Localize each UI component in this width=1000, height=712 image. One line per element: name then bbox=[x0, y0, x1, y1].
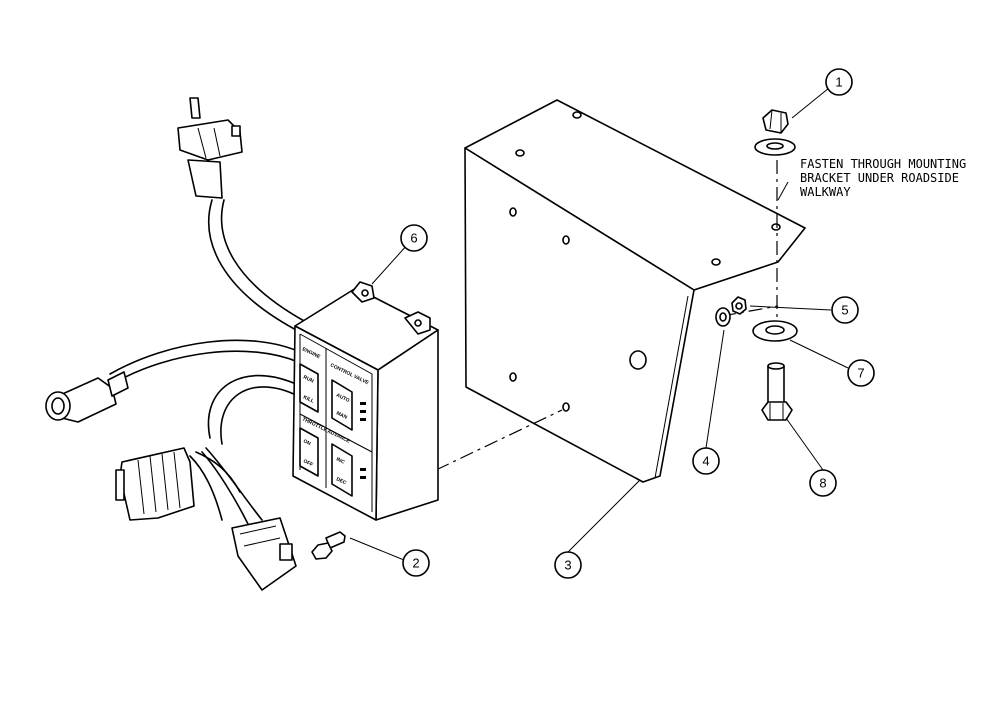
callout-7: 7 bbox=[847, 359, 875, 387]
svg-text:3: 3 bbox=[564, 558, 571, 573]
mounting-screw bbox=[311, 531, 346, 560]
callout-2: 2 bbox=[402, 549, 430, 577]
round-connector bbox=[45, 371, 129, 423]
connector-cables bbox=[109, 339, 301, 525]
callout-6: 6 bbox=[400, 224, 428, 252]
assembly-centerlines bbox=[435, 160, 779, 471]
svg-text:1: 1 bbox=[835, 75, 842, 90]
svg-text:8: 8 bbox=[819, 476, 826, 491]
callout-5: 5 bbox=[831, 296, 859, 324]
lower-plug bbox=[231, 517, 297, 591]
multi-pin-connector bbox=[115, 447, 195, 521]
svg-text:5: 5 bbox=[841, 303, 848, 318]
note-line-1: FASTEN THROUGH MOUNTING bbox=[800, 157, 966, 171]
control-box: ENGINE CONTROL VALVE THROTTLE ADVANCE RU… bbox=[292, 281, 439, 521]
auto-label: AUTO bbox=[335, 392, 350, 404]
on-label: ON bbox=[302, 438, 312, 447]
svg-text:7: 7 bbox=[857, 366, 864, 381]
svg-text:2: 2 bbox=[412, 556, 419, 571]
off-label: OFF bbox=[302, 458, 314, 468]
callout-3: 3 bbox=[554, 551, 582, 579]
flat-washer-small bbox=[715, 307, 731, 327]
kill-label: KILL bbox=[302, 394, 315, 404]
svg-text:6: 6 bbox=[410, 231, 417, 246]
relay-with-cable bbox=[177, 97, 307, 333]
dec-label: DEC bbox=[335, 476, 347, 486]
callout-4: 4 bbox=[692, 447, 720, 475]
callout-8: 8 bbox=[809, 469, 837, 497]
inc-label: INC bbox=[335, 456, 346, 465]
small-nut bbox=[731, 296, 747, 315]
lower-washer bbox=[752, 320, 798, 342]
hex-bolt bbox=[761, 362, 793, 421]
note-line-2: BRACKET UNDER ROADSIDE bbox=[800, 171, 959, 185]
callout-1: 1 bbox=[825, 68, 853, 96]
assembly-note: FASTEN THROUGH MOUNTING BRACKET UNDER RO… bbox=[800, 157, 966, 199]
leader-lines bbox=[349, 87, 849, 561]
man-label: MAN bbox=[335, 410, 348, 421]
run-label: RUN bbox=[302, 374, 315, 384]
top-nut-washer bbox=[754, 109, 796, 156]
note-line-3: WALKWAY bbox=[800, 185, 851, 199]
svg-text:4: 4 bbox=[702, 454, 709, 469]
mounting-bracket bbox=[464, 99, 806, 483]
